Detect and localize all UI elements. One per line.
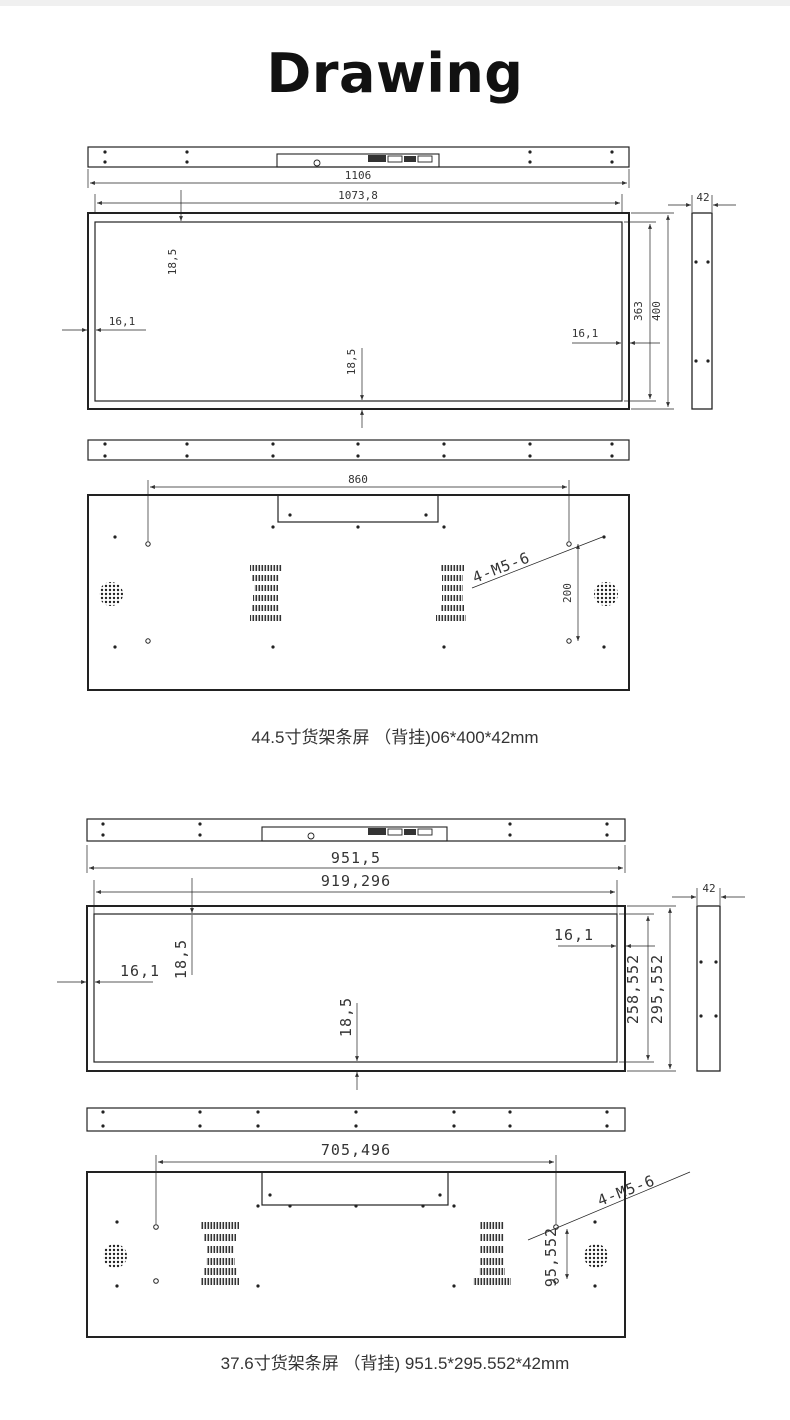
caption-44-5-inch: 44.5寸货架条屏 （背挂)06*400*42mm	[251, 728, 539, 747]
d2-bezel-bottom-label: 18,5	[337, 997, 355, 1037]
d2-inner-height-label: 258,552	[624, 954, 642, 1024]
d2-side-view: 42	[672, 882, 745, 1072]
d1-bezel-top-label: 18,5	[166, 249, 179, 276]
d2-inner-width-label: 919,296	[321, 872, 391, 890]
d2-bottom-side-view	[86, 1107, 626, 1132]
speaker-icon	[99, 582, 123, 606]
d2-bezel-left-label: 16,1	[120, 962, 160, 980]
d2-mount-height-label: 95,552	[542, 1227, 560, 1287]
d2-depth-label: 42	[702, 882, 715, 895]
d1-inner-width-label: 1073,8	[338, 189, 378, 202]
vent-grid-left	[250, 565, 282, 621]
speaker-icon	[103, 1244, 127, 1268]
top-strip	[0, 0, 790, 6]
drawing-1: 1106 1073,8 18,5 16,1 16,1 18,5 363 400	[62, 146, 736, 691]
d2-front-view	[86, 905, 626, 1072]
vent-grid-right	[436, 565, 466, 621]
d2-top-side-view	[86, 818, 626, 842]
d1-front-view	[87, 212, 630, 410]
d1-side-view: 42	[668, 191, 736, 410]
d1-bottom-side-view	[87, 439, 630, 461]
d1-mount-width-label: 860	[348, 473, 368, 486]
speaker-icon	[584, 1244, 608, 1268]
d2-bezel-right-label: 16,1	[554, 926, 594, 944]
page-title: Drawing	[266, 42, 524, 105]
d1-bezel-right-label: 16,1	[572, 327, 599, 340]
d1-screw-spec-label: 4-M5-6	[470, 548, 533, 586]
d1-bezel-bottom-label: 18,5	[345, 349, 358, 376]
d2-back-view	[86, 1171, 626, 1338]
d1-total-height-label: 400	[650, 301, 663, 321]
caption-37-6-inch: 37.6寸货架条屏 （背挂) 951.5*295.552*42mm	[220, 1354, 570, 1373]
d2-mount-width-label: 705,496	[321, 1141, 391, 1159]
d1-total-width-label: 1106	[345, 169, 372, 182]
d2-bezel-top-label: 18,5	[172, 939, 190, 979]
d1-bezel-left-label: 16,1	[109, 315, 136, 328]
drawing-2: 951,5 919,296 18,5 16,1 16,1 18,5 258,55…	[57, 818, 745, 1338]
d1-depth-label: 42	[696, 191, 709, 204]
d1-back-view	[87, 494, 630, 691]
vent-grid-right	[473, 1222, 511, 1285]
d1-inner-height-label: 363	[632, 301, 645, 321]
d1-mount-height-label: 200	[561, 583, 574, 603]
d2-total-height-label: 295,552	[648, 954, 666, 1024]
d1-top-side-view	[87, 146, 630, 168]
d2-total-width-label: 951,5	[331, 849, 381, 867]
speaker-icon	[594, 582, 618, 606]
vent-grid-left	[201, 1222, 239, 1285]
d2-screw-spec-label: 4-M5-6	[595, 1171, 658, 1209]
